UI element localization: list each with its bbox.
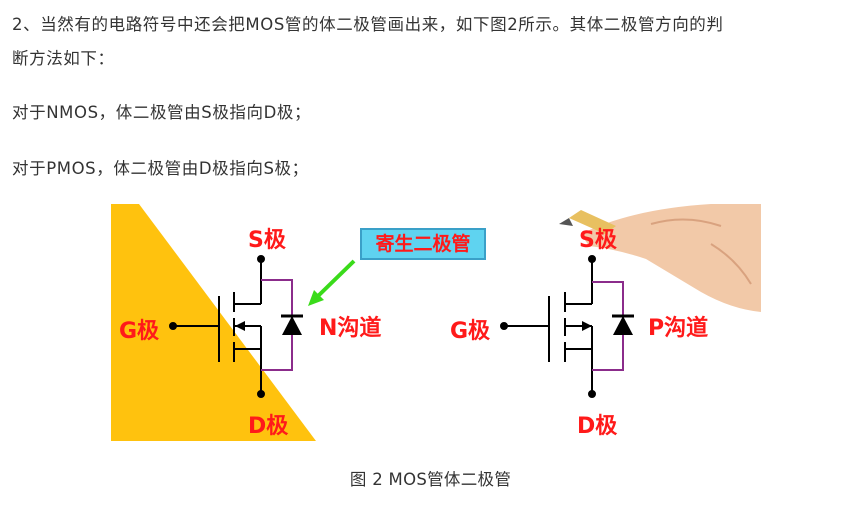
pmos-body-diode (592, 281, 634, 371)
pmos-symbol (500, 255, 596, 398)
mos-body-diode-figure: S极 G极 D极 N沟道 寄生二极管 S极 G极 D极 P沟道 (111, 204, 761, 441)
paragraph-nmos-rule: 对于NMOS，体二极管由S极指向D极； (12, 103, 312, 122)
nmos-body-diode (261, 279, 303, 371)
mos-schematic-svg (111, 204, 761, 441)
pmos-source-label: S极 (579, 228, 617, 253)
pmos-drain-label: D极 (577, 414, 618, 439)
parasitic-diode-callout: 寄生二极管 (360, 228, 486, 260)
nmos-drain-label: D极 (248, 414, 289, 439)
nmos-symbol (169, 255, 265, 398)
paragraph-pmos-rule: 对于PMOS，体二极管由D极指向S极； (12, 159, 309, 178)
figure-caption: 图 2 MOS管体二极管 (349, 470, 512, 489)
callout-arrow (308, 259, 356, 306)
yellow-background (111, 204, 316, 441)
paragraph-1-line-1: 2、当然有的电路符号中还会把MOS管的体二极管画出来，如下图2所示。其体二极管方… (12, 15, 724, 34)
nmos-gate-label: G极 (119, 319, 160, 344)
pmos-gate-label: G极 (450, 319, 491, 344)
nmos-channel-label: N沟道 (319, 316, 382, 341)
hand-illustration (559, 204, 761, 312)
paragraph-1-line-2: 断方法如下： (12, 49, 115, 68)
pmos-channel-label: P沟道 (648, 316, 709, 341)
nmos-source-label: S极 (248, 228, 286, 253)
